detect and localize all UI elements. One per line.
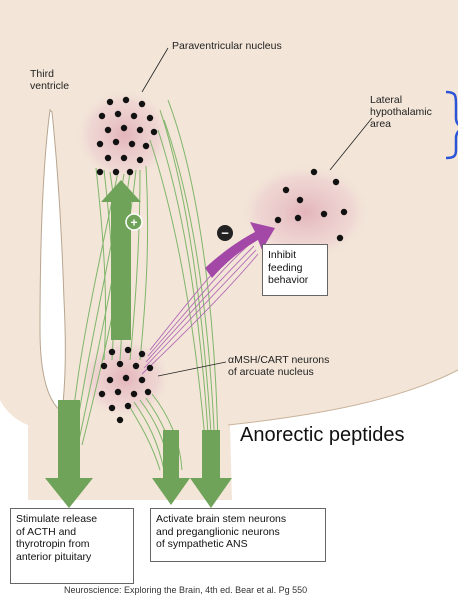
paraventricular-label: Paraventricular nucleus xyxy=(172,40,282,52)
inhibit-feeding-box: Inhibit feeding behavior xyxy=(262,244,328,296)
lateral-hypothalamic-neurons xyxy=(274,168,348,242)
tissue-lower-edge xyxy=(227,369,458,426)
arcuate-neurons xyxy=(98,346,154,424)
anorectic-peptides-label: Anorectic peptides xyxy=(240,424,405,446)
brainstem-arrow-left xyxy=(152,430,190,505)
pituitary-arrow xyxy=(45,400,93,508)
plus-sign: + xyxy=(130,216,137,230)
lateral-leader xyxy=(329,117,373,171)
inhibit-arrow xyxy=(205,222,275,278)
third-ventricle-label: Third ventricle xyxy=(30,68,70,92)
paraventricular-neurons xyxy=(96,96,158,176)
purple-fibers xyxy=(141,237,259,375)
stimulate-release-box: Stimulate release of ACTH and thyrotropi… xyxy=(10,508,134,584)
arcuate-label: αMSH/CART neurons of arcuate nucleus xyxy=(228,354,330,378)
lateral-hypothalamic-label: Lateral hypothalamic area xyxy=(370,94,432,130)
activate-brainstem-box: Activate brain stem neurons and pregangl… xyxy=(150,508,326,562)
citation: Neuroscience: Exploring the Brain, 4th e… xyxy=(64,585,308,595)
stimulate-arrow-up xyxy=(101,180,141,340)
arcuate-leader xyxy=(157,361,227,377)
plus-circle-icon: + xyxy=(125,213,143,231)
blue-bracket xyxy=(445,90,458,160)
minus-circle-icon: − xyxy=(217,225,233,241)
paraventricular-glow xyxy=(74,87,174,183)
minus-sign: − xyxy=(221,226,229,241)
brainstem-arrow-right xyxy=(190,430,232,508)
paraventricular-leader xyxy=(141,47,169,93)
